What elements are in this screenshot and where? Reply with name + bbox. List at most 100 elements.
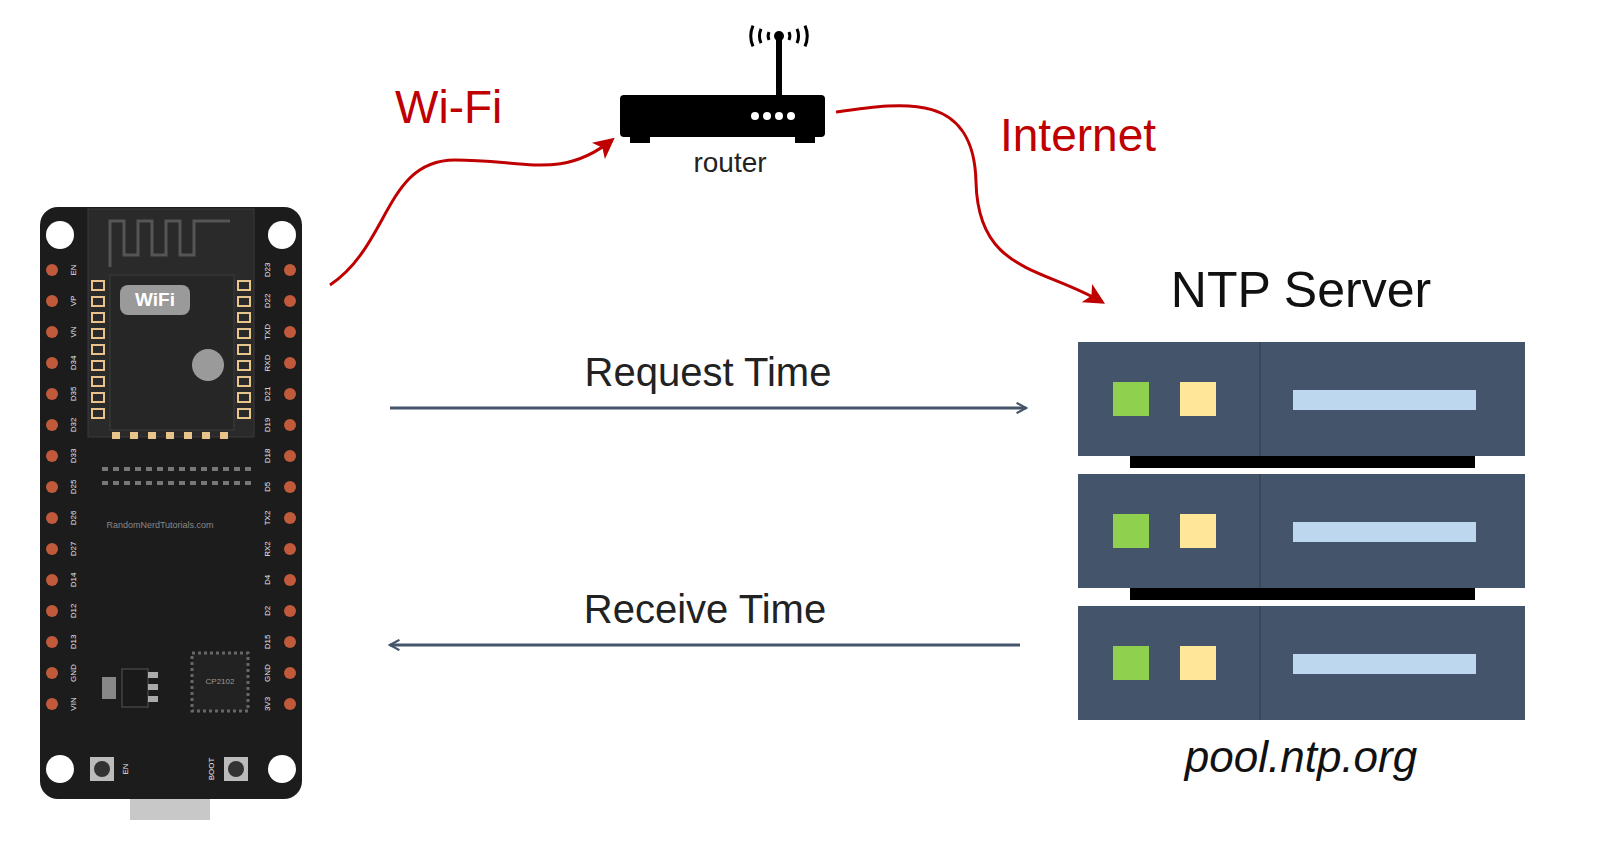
module-pad [92,377,104,386]
router-body [620,95,825,137]
mounting-hole [268,755,296,783]
usb-chip [192,653,248,711]
header-pin [46,543,58,555]
header-pin [46,357,58,369]
pin-label: RXD [264,355,272,372]
wifi-module [88,209,254,437]
signal-wave [805,26,807,47]
pin-label: VIN [70,697,78,710]
pin-label: D25 [70,480,78,495]
module-pad [238,409,250,418]
router-led [775,112,783,120]
pin-label: D27 [70,542,78,557]
module-pad [92,297,104,306]
pin-label: D26 [70,511,78,526]
header-pin [46,512,58,524]
button [90,757,114,781]
module-pad [92,361,104,370]
status-led [1180,646,1216,680]
network-link [330,140,612,285]
header-pin [46,326,58,338]
router-antenna [776,36,782,98]
header-pin [46,605,58,617]
header-pin [284,512,296,524]
router-led [751,112,759,120]
button [94,761,110,777]
router-box: router [600,10,850,185]
pin-label: D35 [70,387,78,402]
header-pin [46,295,58,307]
server-title: NTP Server [1070,260,1532,320]
module-pad [130,432,138,439]
pin-label: TX2 [264,511,272,526]
rack-unit [1078,342,1525,456]
header-pin [46,419,58,431]
header-pin [46,481,58,493]
espressif-logo [192,349,224,381]
module-pad [220,432,228,439]
module-pad [92,281,104,290]
router-foot [795,135,815,143]
wifi-logo-text: WiFi [120,285,190,315]
mounting-hole [46,755,74,783]
pin-label: D18 [264,449,272,464]
status-led [1113,382,1149,416]
pin-label: 3V3 [264,697,272,711]
module-pad [238,345,250,354]
pin-label: EN [70,264,78,275]
router-foot [630,135,650,143]
router-led [787,112,795,120]
header-pin [284,543,296,555]
status-led [1180,514,1216,548]
header-pin [284,357,296,369]
pin-label: GND [70,664,78,682]
pin-label: D2 [264,606,272,616]
server-box: NTP Serverpool.ntp.org [1070,258,1532,798]
board-pcb [40,207,302,799]
smd-row [102,481,252,485]
status-led [1113,514,1149,548]
regulator-leg [148,696,158,702]
header-pin [46,574,58,586]
header-pin [284,388,296,400]
pin-label: D4 [264,575,272,585]
esp32-board: WiFi [40,207,302,799]
header-pin [46,450,58,462]
status-led [1180,382,1216,416]
pin-label: VN [70,326,78,337]
header-pin [284,636,296,648]
module-pad [238,297,250,306]
header-pin [284,450,296,462]
status-led [1113,646,1149,680]
pin-label: GND [264,664,272,682]
module-pad [92,329,104,338]
header-pin [46,264,58,276]
header-pin [284,326,296,338]
pin-label: D34 [70,356,78,371]
module-pad [238,361,250,370]
module-pad [92,313,104,322]
module-pad [184,432,192,439]
module-pad [202,432,210,439]
header-pin [46,698,58,710]
header-pin [284,605,296,617]
button [224,757,248,781]
drive-slot [1293,654,1476,674]
server-drawing [1070,258,1532,798]
pin-label: TXD [264,324,272,340]
pin-label: RX2 [264,541,272,557]
edge-label: Internet [1000,110,1156,161]
signal-wave [797,29,799,43]
regulator-leg [148,672,158,678]
module-pad [166,432,174,439]
header-pin [284,419,296,431]
drive-slot [1293,522,1476,542]
drive-slot [1293,390,1476,410]
pin-label: D22 [264,294,272,309]
pin-label: D23 [264,263,272,278]
rack-unit [1078,474,1525,588]
watermark: RandomNerdTutorials.com [106,521,213,530]
pin-label: D19 [264,418,272,433]
header-pin [46,636,58,648]
